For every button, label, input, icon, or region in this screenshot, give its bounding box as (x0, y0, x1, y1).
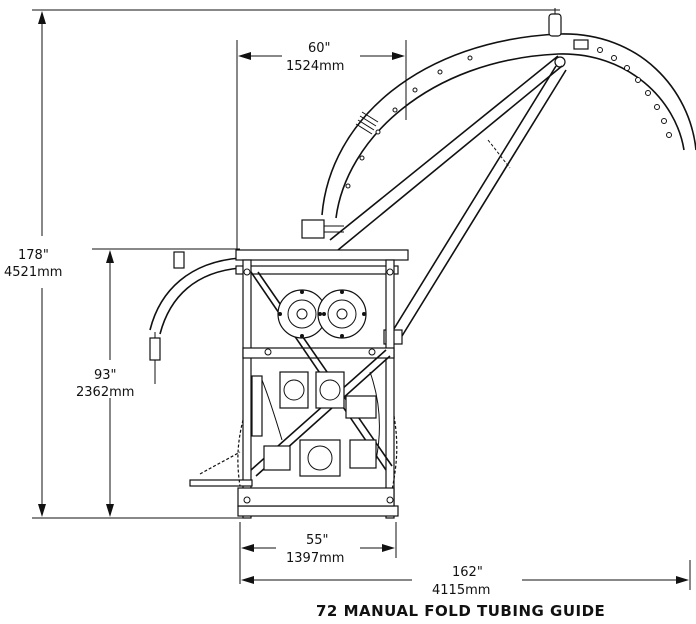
frame-height-metric: 2362mm (76, 385, 134, 400)
drive-assembly (251, 289, 380, 477)
drawing-title: 72 MANUAL FOLD TUBING GUIDE (316, 602, 605, 620)
main-frame (189, 249, 409, 519)
overall-height-metric: 4521mm (4, 265, 62, 280)
overall-length-metric: 4115mm (432, 583, 490, 598)
left-hose-guide (149, 251, 241, 384)
base-width-imperial: 55" (306, 533, 329, 548)
support-struts (301, 55, 567, 345)
frame-height-imperial: 93" (94, 368, 117, 383)
overall-height-imperial: 178" (18, 248, 49, 263)
chains (199, 415, 398, 491)
tubing-guide-arch (321, 8, 696, 219)
overall-length-imperial: 162" (452, 565, 483, 580)
dimension-labels: 178" 4521mm 93" 2362mm 60" 1524mm 55" 13… (4, 41, 490, 598)
top-width-metric: 1524mm (286, 59, 344, 74)
top-width-imperial: 60" (308, 41, 331, 56)
base-width-metric: 1397mm (286, 551, 344, 566)
